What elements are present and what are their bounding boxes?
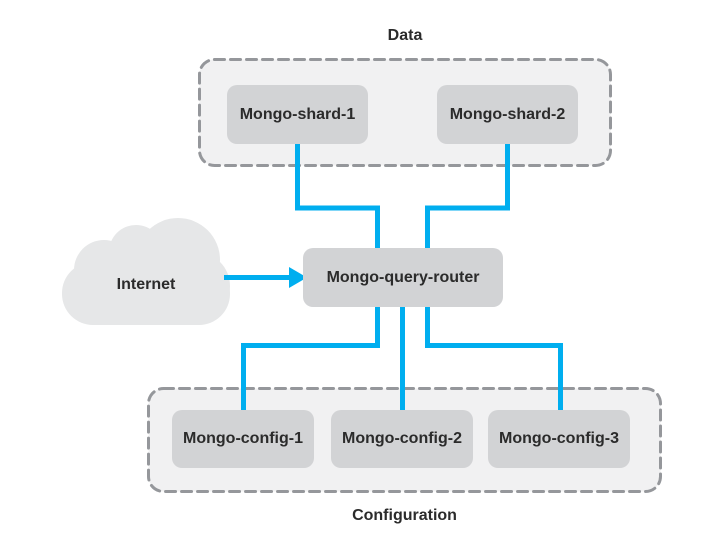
edge-shard2-router [425,140,510,252]
node-mongo-shard-2: Mongo-shard-2 [437,85,578,144]
data-cluster-label: Data [387,27,423,44]
cloud-part [62,262,230,325]
node-mongo-config-3: Mongo-config-3 [488,410,630,468]
edge-shard1-router [295,140,380,252]
edge-router-config3 [425,303,563,414]
configuration-cluster-label: Configuration [352,507,457,524]
node-mongo-config-1: Mongo-config-1 [172,410,314,468]
node-mongo-config-2: Mongo-config-2 [331,410,473,468]
edge-internet-router-arrowhead [289,267,307,288]
edge-router-config1 [241,303,380,414]
node-mongo-query-router: Mongo-query-router [303,248,503,307]
internet-cloud-icon [62,218,230,325]
node-mongo-shard-1: Mongo-shard-1 [227,85,368,144]
internet-label: Internet [116,276,176,293]
